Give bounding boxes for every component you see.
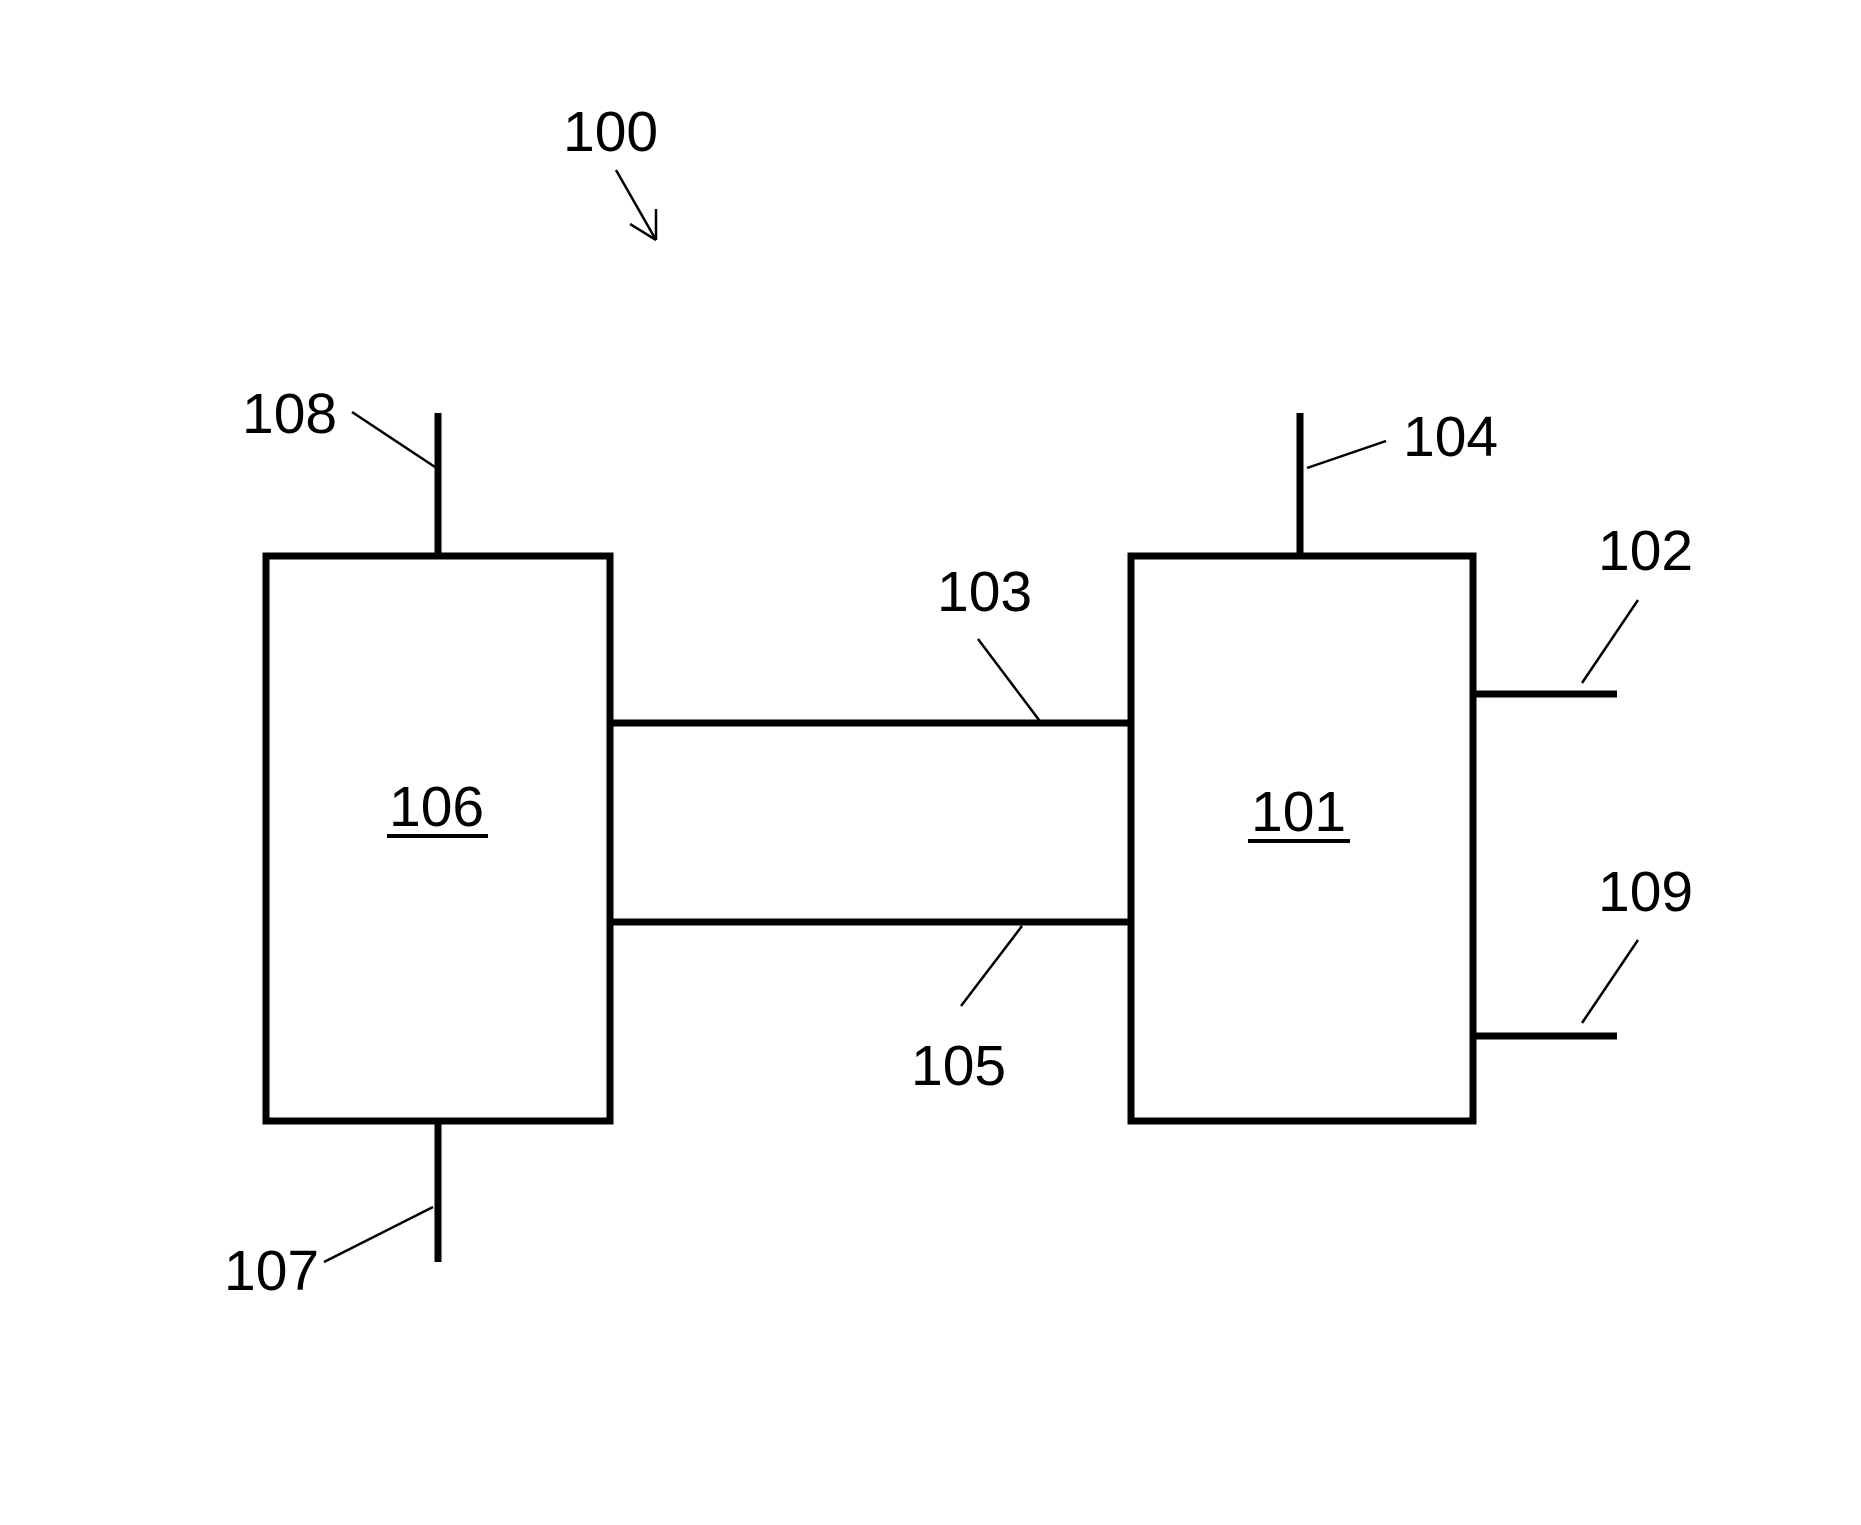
leader-104 [1306, 439, 1387, 470]
block-106-label: 106 [389, 775, 484, 839]
block-101-outline [1127, 552, 1477, 1125]
callout-103: 103 [937, 560, 1040, 721]
label-107: 107 [224, 1239, 319, 1303]
callout-105: 105 [911, 925, 1023, 1098]
label-109: 109 [1598, 860, 1693, 924]
callout-109: 109 [1580, 860, 1693, 1024]
callout-104: 104 [1306, 405, 1498, 470]
leader-108 [351, 410, 436, 469]
label-108: 108 [242, 382, 337, 446]
label-104: 104 [1403, 405, 1498, 469]
callout-102: 102 [1580, 519, 1693, 684]
arrow-icon [614, 169, 658, 242]
leader-109 [1580, 939, 1640, 1024]
block-101-label: 101 [1251, 780, 1346, 844]
figure-reference: 100 [563, 100, 658, 242]
block-106-outline [262, 552, 614, 1125]
leader-105 [960, 925, 1023, 1007]
callout-108: 108 [242, 382, 436, 469]
label-103: 103 [937, 560, 1032, 624]
label-105: 105 [911, 1034, 1006, 1098]
leader-103 [977, 638, 1040, 721]
callout-107: 107 [224, 1205, 434, 1303]
figure-reference-label: 100 [563, 100, 658, 164]
leader-102 [1580, 599, 1640, 684]
label-102: 102 [1598, 519, 1693, 583]
block-106: 106 [262, 552, 614, 1125]
block-101: 101 [1127, 552, 1477, 1125]
leader-107 [323, 1205, 434, 1264]
